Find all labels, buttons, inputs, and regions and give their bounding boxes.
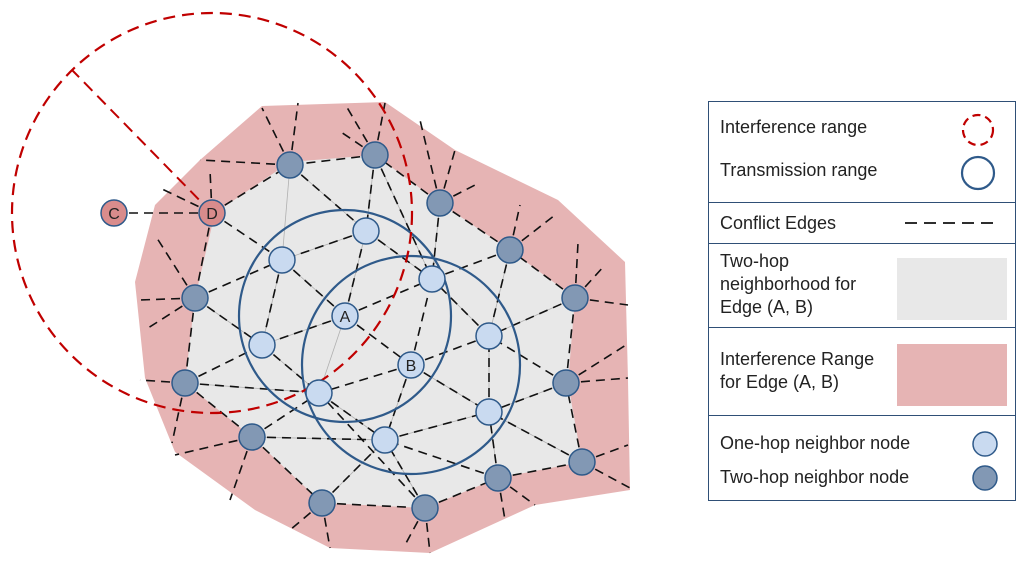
- conflict-edge: [159, 187, 213, 214]
- one-hop-node: [268, 246, 296, 274]
- legend-conflict-edges-label: Conflict Edges: [720, 213, 837, 233]
- legend: Interference range Transmission range Co…: [708, 101, 1016, 501]
- conflict-edge: [251, 436, 323, 504]
- two-hop-node: [181, 284, 209, 312]
- two-hop-node: [561, 284, 589, 312]
- conflict-edge: [488, 297, 576, 337]
- interference-range-icon: [961, 113, 995, 147]
- conflict-edge: [344, 103, 376, 156]
- mesh-line: [281, 164, 291, 261]
- node-a-label: A: [340, 309, 351, 326]
- mesh-line: [261, 259, 283, 346]
- two-hop-node-icon: [972, 465, 998, 491]
- mesh-line: [488, 249, 511, 337]
- conflict-edge: [318, 364, 412, 394]
- conflict-edge: [565, 377, 629, 384]
- two-hop-node: [276, 151, 304, 179]
- conflict-edge: [509, 214, 556, 251]
- one-hop-node: [305, 379, 333, 407]
- node-b-label: B: [406, 358, 417, 375]
- conflict-edge: [581, 461, 631, 489]
- conflict-edge: [199, 159, 291, 166]
- conflict-edge: [574, 242, 579, 299]
- two-hop-node: [552, 369, 580, 397]
- conflict-edge: [384, 439, 499, 479]
- mesh-line: [261, 315, 346, 346]
- transmission-range-icon: [960, 155, 996, 191]
- conflict-edge: [289, 164, 367, 232]
- two-hop-node: [484, 464, 512, 492]
- conflict-edge: [171, 382, 186, 444]
- two-hop-node: [568, 448, 596, 476]
- legend-interference-range-edge-label: Interference Range for Edge (A, B): [720, 349, 875, 392]
- legend-two-hop-node-label: Two-hop neighbor node: [720, 467, 910, 487]
- conflict-edge: [174, 436, 253, 456]
- conflict-edge: [211, 164, 291, 214]
- conflict-edge: [144, 297, 196, 331]
- two-hop-node: [361, 141, 389, 169]
- legend-two-hop-region: Two-hop neighborhood for Edge (A, B): [709, 243, 1015, 327]
- two-hop-node: [411, 494, 439, 522]
- legend-one-hop-node-label: One-hop neighbor node: [720, 433, 911, 453]
- conflict-edge: [261, 107, 291, 166]
- one-hop-node: [352, 217, 380, 245]
- conflict-edge: [154, 234, 196, 299]
- legend-interference-range-label: Interference range: [720, 117, 868, 137]
- two-hop-node: [426, 189, 454, 217]
- node-d: D: [198, 199, 226, 227]
- two-hop-node: [238, 423, 266, 451]
- one-hop-node-icon: [972, 431, 998, 457]
- transmission-range-a: [237, 208, 453, 424]
- conflict-edge: [488, 411, 583, 463]
- mesh-line: [281, 259, 346, 317]
- network-diagram: A B C D: [10, 11, 631, 554]
- two-hop-node: [308, 489, 336, 517]
- legend-two-hop-neighborhood-label: Two-hop neighborhood for Edge (A, B): [720, 251, 857, 317]
- one-hop-node: [475, 322, 503, 350]
- conflict-edge: [139, 297, 196, 301]
- conflict-edge: [488, 411, 499, 479]
- conflict-edge: [321, 502, 426, 509]
- one-hop-node: [418, 265, 446, 293]
- node-d-label: D: [206, 206, 218, 223]
- one-hop-node: [475, 398, 503, 426]
- legend-ranges: Interference range Transmission range: [709, 102, 1015, 202]
- legend-nodes: One-hop neighbor node Two-hop neighbor n…: [709, 415, 1015, 500]
- mesh-line: [281, 230, 367, 261]
- two-hop-node: [496, 236, 524, 264]
- legend-transmission-range-label: Transmission range: [720, 160, 878, 180]
- two-hop-node: [171, 369, 199, 397]
- conflict-edge: [318, 392, 426, 509]
- conflict-edge: [410, 364, 490, 413]
- conflict-edge: [565, 344, 627, 384]
- node-a: A: [331, 302, 359, 330]
- one-hop-node: [371, 426, 399, 454]
- conflict-edge: [374, 154, 433, 280]
- transmission-range-b: [300, 254, 522, 476]
- mesh-line: [321, 439, 386, 504]
- interference-range-d: [10, 11, 414, 415]
- mesh-line: [344, 230, 367, 317]
- node-b: B: [397, 351, 425, 379]
- conflict-edge: [229, 436, 253, 501]
- conflict-edge: [184, 382, 320, 394]
- legend-interference-region: Interference Range for Edge (A, B): [709, 327, 1015, 415]
- conflict-edge: [439, 149, 456, 204]
- legend-conflict: Conflict Edges: [709, 202, 1015, 243]
- one-hop-node: [248, 331, 276, 359]
- interference-region-swatch: [897, 344, 1007, 406]
- conflict-edge: [488, 335, 567, 384]
- conflict-edge: [289, 102, 299, 166]
- two-hop-region-swatch: [897, 258, 1007, 320]
- conflict-edge: [384, 411, 490, 441]
- conflict-edge-icon: [905, 222, 997, 224]
- node-c: C: [100, 199, 128, 227]
- conflict-edge: [194, 259, 283, 299]
- conflict-edge: [344, 278, 433, 317]
- interference-radius-line: [71, 69, 213, 214]
- node-c-label: C: [108, 206, 120, 223]
